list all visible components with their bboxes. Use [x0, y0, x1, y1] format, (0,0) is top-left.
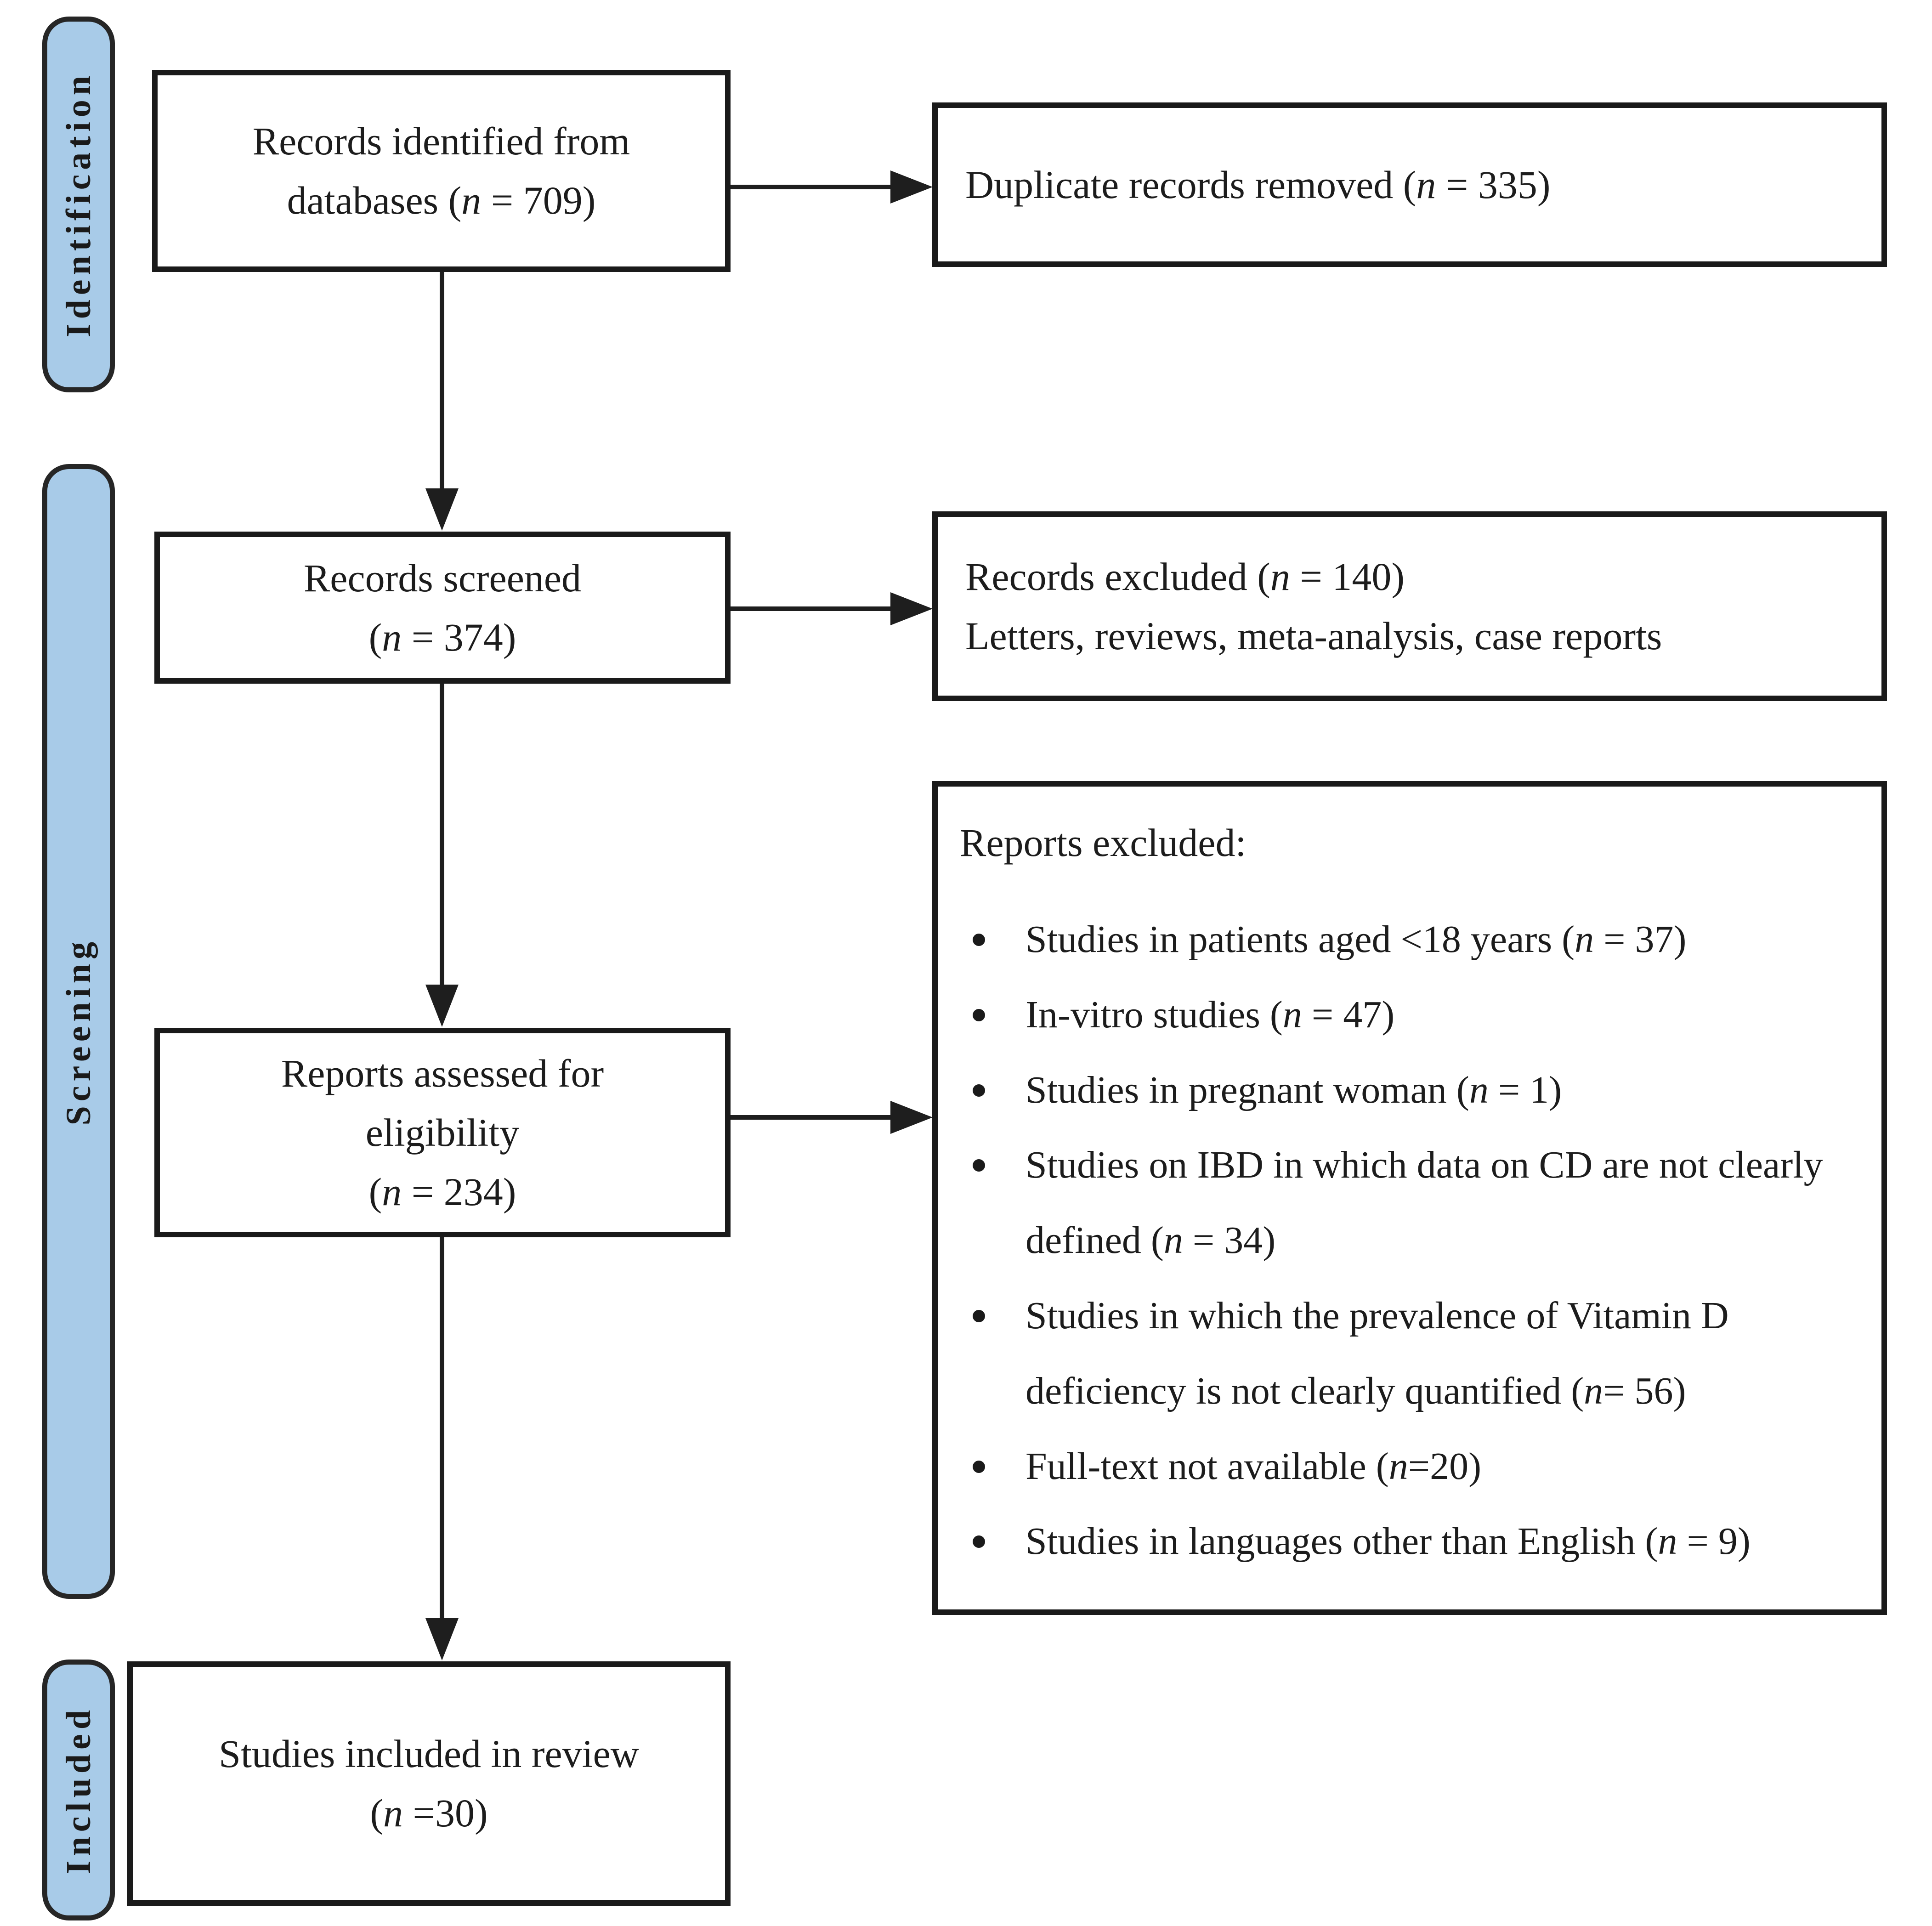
stage-label-screening: Screening: [59, 937, 98, 1126]
arrowhead-down-icon: [425, 985, 459, 1027]
box-records-screened-text: Records screened (n = 374): [303, 555, 582, 659]
excluded-reason-text: Studies on IBD in which data on CD are n…: [1025, 1144, 1823, 1262]
excluded-reason-text: In-vitro studies (n = 47): [1025, 993, 1395, 1036]
list-item: Studies in pregnant woman (n = 1): [960, 1053, 1858, 1128]
list-item: In-vitro studies (n = 47): [960, 977, 1858, 1053]
stage-label-identification: Identification: [59, 71, 98, 338]
reports-excluded-title: Reports excluded:: [960, 821, 1246, 865]
excluded-reason-text: Full-text not available (n=20): [1025, 1444, 1482, 1488]
excluded-reason-text: Studies in pregnant woman (n = 1): [1025, 1068, 1562, 1111]
list-item: Studies in which the prevalence of Vitam…: [960, 1278, 1858, 1429]
arrowhead-right-icon: [890, 1101, 933, 1134]
arrowhead-down-icon: [425, 488, 459, 531]
bullet-icon: [973, 934, 985, 946]
arrow-line-assessed-to-included: [440, 1237, 444, 1620]
arrowhead-right-icon: [890, 170, 933, 204]
box-reports-assessed-text: Reports assessed for eligibility (n = 23…: [281, 1051, 604, 1214]
list-item: Studies on IBD in which data on CD are n…: [960, 1127, 1858, 1278]
box-reports-excluded: Reports excluded: Studies in patients ag…: [932, 781, 1887, 1615]
stage-band-identification: Identification: [42, 17, 115, 392]
box-reports-assessed: Reports assessed for eligibility (n = 23…: [154, 1028, 731, 1237]
arrow-line-screened-to-excluded: [731, 606, 892, 611]
arrow-line-screened-to-assessed: [440, 684, 444, 986]
list-item: Studies in languages other than English …: [960, 1504, 1858, 1579]
arrow-line-assessed-to-reports-excluded: [731, 1115, 892, 1120]
arrowhead-down-icon: [425, 1618, 459, 1660]
list-item: Studies in patients aged <18 years (n = …: [960, 902, 1858, 977]
excluded-reasons-list: Studies in patients aged <18 years (n = …: [960, 902, 1858, 1579]
box-records-excluded-text: Records excluded (n = 140) Letters, revi…: [965, 554, 1662, 658]
bullet-icon: [973, 1309, 985, 1322]
box-duplicates-removed-text: Duplicate records removed (n = 335): [965, 162, 1551, 207]
bullet-icon: [973, 1535, 985, 1548]
arrow-line-identified-to-screened: [440, 272, 444, 490]
arrowhead-right-icon: [890, 592, 933, 625]
bullet-icon: [973, 1084, 985, 1097]
box-records-screened: Records screened (n = 374): [154, 532, 731, 684]
excluded-reason-text: Studies in languages other than English …: [1025, 1520, 1751, 1563]
box-records-identified-text: Records identified from databases (n = 7…: [252, 119, 630, 222]
box-studies-included: Studies included in review (n =30): [127, 1661, 731, 1906]
excluded-reason-text: Studies in patients aged <18 years (n = …: [1025, 918, 1687, 961]
bullet-icon: [973, 1159, 985, 1172]
excluded-reason-text: Studies in which the prevalence of Vitam…: [1025, 1294, 1729, 1412]
box-duplicates-removed: Duplicate records removed (n = 335): [932, 102, 1887, 267]
stage-label-included: Included: [59, 1705, 98, 1875]
arrow-line-identified-to-duplicates: [731, 185, 892, 189]
list-item: Full-text not available (n=20): [960, 1429, 1858, 1504]
bullet-icon: [973, 1008, 985, 1021]
stage-band-screening: Screening: [42, 464, 115, 1599]
bullet-icon: [973, 1460, 985, 1473]
box-records-excluded: Records excluded (n = 140) Letters, revi…: [932, 511, 1887, 701]
box-studies-included-text: Studies included in review (n =30): [219, 1732, 639, 1835]
box-records-identified: Records identified from databases (n = 7…: [152, 70, 731, 272]
stage-band-included: Included: [42, 1660, 115, 1920]
